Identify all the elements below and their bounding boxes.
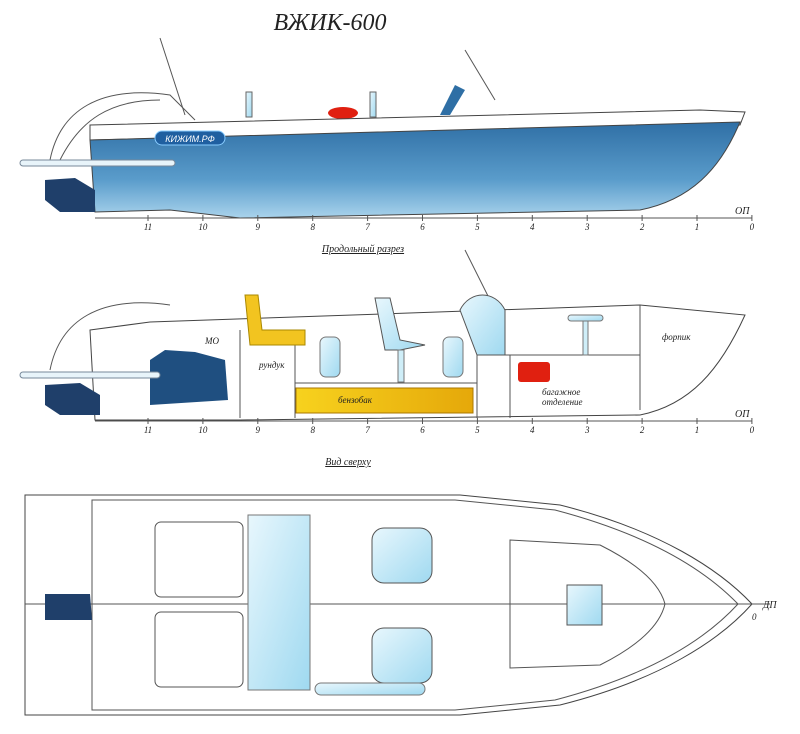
- top-view-title: Вид сверху: [325, 457, 371, 468]
- station-label: 3: [584, 222, 590, 232]
- station-label: 10: [198, 222, 208, 232]
- red-box: [518, 362, 550, 382]
- center-bench: [247, 514, 311, 691]
- fuel-tank: [295, 387, 474, 414]
- top-view: ДП: [24, 494, 777, 716]
- helm-seat-yellow: [244, 294, 306, 346]
- station-label: 0: [750, 222, 755, 232]
- station-label: 11: [144, 222, 152, 232]
- station-label: 4: [530, 425, 535, 435]
- station-label: 2: [640, 222, 645, 232]
- label-engine: МО: [204, 336, 219, 346]
- drawing-title: ВЖИК-600: [274, 10, 387, 36]
- station-marks-top: 0: [752, 612, 757, 622]
- baseline-label: ОП: [735, 206, 750, 217]
- brand-label: КИЖИМ.РФ: [165, 134, 215, 144]
- outboard-motor: [45, 594, 92, 620]
- label-forepeak: форпик: [662, 332, 691, 342]
- station-label: 9: [256, 222, 261, 232]
- station-label: 7: [365, 222, 370, 232]
- station-label: 2: [640, 425, 645, 435]
- station-label: 8: [310, 222, 315, 232]
- station-label: 9: [256, 425, 261, 435]
- station-label: 3: [584, 425, 590, 435]
- station-label: 4: [530, 222, 535, 232]
- rail-arch: [49, 92, 196, 161]
- station-label: 5: [475, 425, 480, 435]
- section-view: ОП МО рундук бензобак багажное отделение…: [19, 249, 752, 422]
- outboard-motor: [45, 383, 100, 415]
- station-label: 0: [752, 612, 757, 622]
- station-label: 10: [198, 425, 208, 435]
- centerline-label: ДП: [762, 600, 777, 611]
- station-label: 6: [420, 425, 425, 435]
- station-label: 6: [420, 222, 425, 232]
- outboard-motor: [45, 178, 95, 212]
- label-locker: рундук: [258, 360, 285, 370]
- station-label: 5: [475, 222, 480, 232]
- baseline-label: ОП: [735, 409, 750, 420]
- side-view: КИЖИМ.РФ ОП: [19, 37, 752, 219]
- label-luggage-1: багажное: [542, 387, 580, 397]
- station-label: 8: [310, 425, 315, 435]
- table: [566, 584, 603, 626]
- label-luggage-2: отделение: [542, 397, 583, 407]
- brand-badge: [154, 130, 226, 146]
- engine: [150, 350, 228, 405]
- seat-red: [328, 107, 358, 119]
- station-label: 1: [695, 425, 700, 435]
- station-label: 1: [695, 222, 700, 232]
- section-title: Продольный разрез: [321, 244, 404, 255]
- hull-side: [89, 121, 741, 219]
- station-label: 7: [365, 425, 370, 435]
- label-fuel-tank: бензобак: [338, 395, 373, 405]
- deck: [89, 109, 746, 141]
- station-label: 0: [750, 425, 755, 435]
- station-label: 11: [144, 425, 152, 435]
